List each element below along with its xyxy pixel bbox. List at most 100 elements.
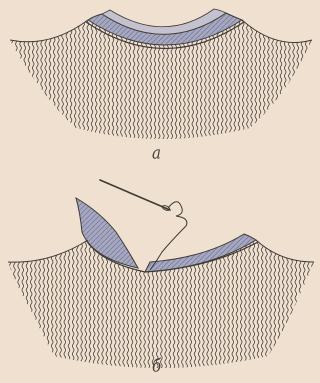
knit-stitch-column [28, 14, 30, 142]
knit-stitch-column [165, 236, 167, 372]
knit-stitch-column [60, 236, 62, 372]
knit-stitch-column [79, 14, 81, 142]
knit-stitch-column [58, 14, 60, 142]
knit-stitch-column [85, 236, 87, 372]
knit-stitch-column [287, 236, 289, 372]
knit-stitch-column [310, 14, 312, 142]
knit-stitch-column [24, 14, 26, 142]
knit-stitch-column [255, 14, 257, 142]
knit-stitch-column [140, 236, 142, 372]
knit-stitch-column [182, 236, 184, 372]
knit-stitch-column [303, 236, 305, 372]
knit-stitch-column [108, 14, 110, 142]
knit-stitch-column [169, 236, 171, 372]
knit-stitch-column [98, 236, 100, 372]
knit-stitch-column [293, 14, 295, 142]
knit-stitch-column [18, 236, 20, 372]
knit-stitch-column [284, 14, 286, 142]
knit-stitch-column [144, 236, 146, 372]
knit-stitch-column [276, 14, 278, 142]
knit-stitch-column [270, 236, 272, 372]
knit-stitch-column [74, 14, 76, 142]
knit-stitch-column [232, 236, 234, 372]
panel-b-neckband-sewing [5, 180, 314, 372]
knit-stitch-column [289, 14, 291, 142]
panel-b-left-edge [8, 240, 88, 262]
knit-stitch-column [177, 236, 179, 372]
knit-stitch-column [297, 14, 299, 142]
knit-stitch-column [43, 236, 45, 372]
knit-stitch-column [247, 14, 249, 142]
knit-stitch-column [308, 236, 310, 372]
knit-stitch-column [251, 14, 253, 142]
knit-stitch-column [68, 236, 70, 372]
knit-stitch-column [83, 14, 85, 142]
knit-stitch-column [148, 236, 150, 372]
knit-stitch-column [230, 14, 232, 142]
knit-stitch-column [274, 236, 276, 372]
knit-stitch-column [91, 14, 93, 142]
knit-stitch-column [301, 14, 303, 142]
knit-stitch-column [9, 236, 11, 372]
knit-stitch-column [20, 14, 22, 142]
knit-stitch-column [221, 14, 223, 142]
knit-stitch-column [11, 14, 13, 142]
knit-stitch-column [89, 236, 91, 372]
panel-a-left-edge [10, 20, 88, 42]
knit-stitch-column [81, 236, 83, 372]
caption-b: б [152, 358, 161, 375]
knit-stitch-column [87, 14, 89, 142]
knit-stitch-column [5, 236, 7, 372]
knit-stitch-column [266, 236, 268, 372]
knit-stitch-column [70, 14, 72, 142]
panel-a-neckband-sewn [7, 9, 312, 142]
knit-stitch-column [234, 14, 236, 142]
knit-stitch-column [261, 236, 263, 372]
knit-stitch-column [41, 14, 43, 142]
knit-stitch-column [26, 236, 28, 372]
knit-stitch-column [56, 236, 58, 372]
knit-stitch-column [257, 236, 259, 372]
knit-stitch-column [305, 14, 307, 142]
knit-stitch-column [35, 236, 37, 372]
knit-stitch-column [32, 14, 34, 142]
knit-stitch-column [249, 236, 251, 372]
knit-stitch-column [228, 236, 230, 372]
knit-stitch-column [236, 236, 238, 372]
caption-a: а [152, 145, 161, 162]
knit-stitch-column [45, 14, 47, 142]
knit-stitch-column [278, 236, 280, 372]
knit-stitch-column [7, 14, 9, 142]
knit-stitch-column [47, 236, 49, 372]
knit-stitch-column [272, 14, 274, 142]
knit-stitch-column [37, 14, 39, 142]
knit-stitch-column [77, 236, 79, 372]
knit-stitch-column [156, 236, 158, 372]
knit-stitch-column [245, 236, 247, 372]
knit-stitch-column [312, 236, 314, 372]
knit-stitch-column [62, 14, 64, 142]
knit-stitch-column [242, 14, 244, 142]
panel-b-right-edge [256, 240, 314, 262]
knit-stitch-column [135, 236, 137, 372]
knit-stitch-column [95, 14, 97, 142]
knit-stitch-column [240, 236, 242, 372]
knit-stitch-column [64, 236, 66, 372]
knit-stitch-column [22, 236, 24, 372]
knit-stitch-column [173, 236, 175, 372]
knit-stitch-column [16, 14, 18, 142]
knit-stitch-column [30, 236, 32, 372]
knit-stitch-column [53, 14, 55, 142]
knit-stitch-column [263, 14, 265, 142]
knit-stitch-column [253, 236, 255, 372]
knit-stitch-column [14, 236, 16, 372]
knit-stitch-column [93, 236, 95, 372]
knit-stitch-column [100, 14, 102, 142]
knit-stitch-column [268, 14, 270, 142]
knit-stitch-column [49, 14, 51, 142]
knit-stitch-column [161, 236, 163, 372]
knit-stitch-column [238, 14, 240, 142]
knit-stitch-column [299, 236, 301, 372]
